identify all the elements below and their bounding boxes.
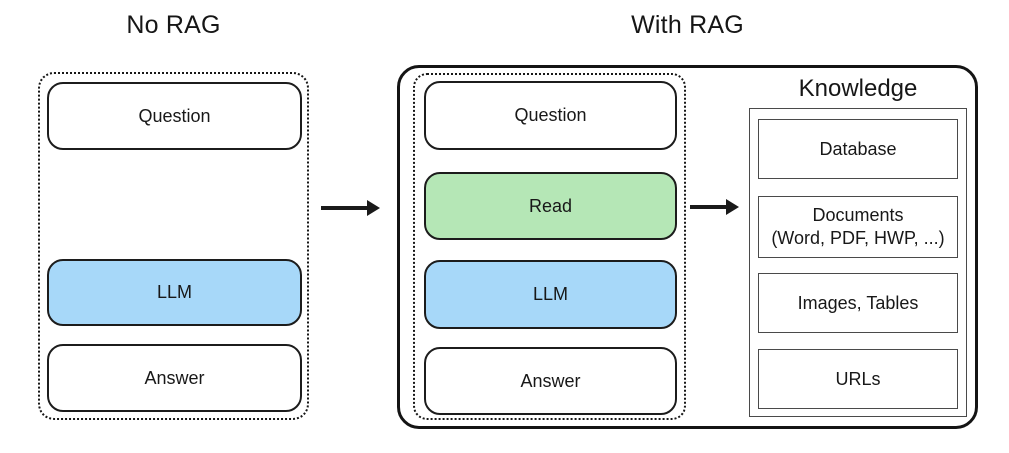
no-rag-question-label: Question [138,105,211,126]
with-rag-title: With RAG [631,11,744,39]
arrow-head-icon [367,200,380,216]
with-rag-flow-container: Question Read LLM Answer [413,73,686,420]
with-rag-answer-box: Answer [424,347,677,415]
no-rag-container: Question LLM Answer [38,72,309,420]
knowledge-documents-label: Documents [812,205,904,225]
with-rag-llm-box: LLM [424,260,677,329]
arrow-read-to-knowledge [690,198,739,216]
arrow-shaft [690,205,726,209]
no-rag-answer-label: Answer [144,367,205,388]
arrow-shaft [321,206,367,210]
arrow-no-rag-to-with-rag [321,199,380,217]
no-rag-title: No RAG [126,11,221,39]
with-rag-container: Question Read LLM Answer Knowledge Datab… [397,65,978,429]
knowledge-panel: Database Documents (Word, PDF, HWP, ...)… [749,108,967,417]
no-rag-question-box: Question [47,82,302,150]
arrow-head-icon [726,199,739,215]
with-rag-question-label: Question [514,105,587,125]
knowledge-images-tables-label: Images, Tables [797,292,919,313]
with-rag-read-box: Read [424,172,677,240]
no-rag-llm-label: LLM [156,282,192,302]
knowledge-item-urls: URLs [758,349,958,409]
knowledge-item-database: Database [758,119,958,179]
with-rag-question-box: Question [424,81,677,150]
knowledge-title: Knowledge [798,75,918,102]
knowledge-item-images-tables: Images, Tables [758,273,958,333]
knowledge-item-documents: Documents (Word, PDF, HWP, ...) [758,196,958,258]
with-rag-llm-label: LLM [532,284,568,304]
with-rag-read-label: Read [528,195,573,216]
knowledge-urls-label: URLs [835,368,881,389]
knowledge-documents-sublabel: (Word, PDF, HWP, ...) [771,228,945,248]
no-rag-answer-box: Answer [47,344,302,412]
knowledge-database-label: Database [819,138,897,159]
with-rag-answer-label: Answer [520,370,581,391]
no-rag-llm-box: LLM [47,259,302,326]
